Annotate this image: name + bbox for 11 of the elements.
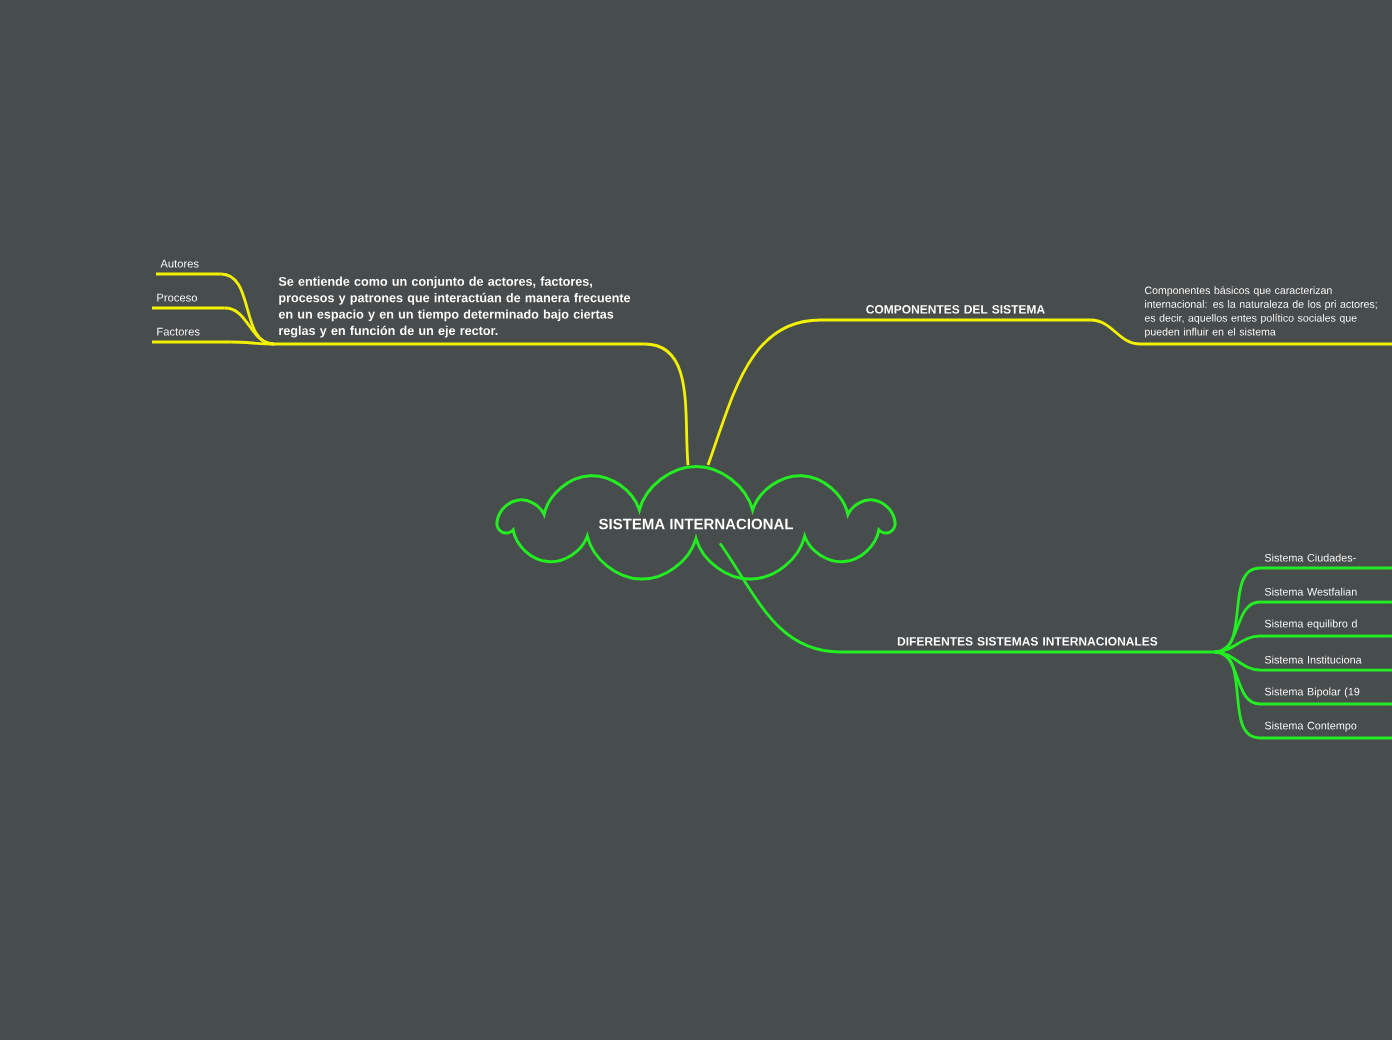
branch-line (1214, 566, 1261, 654)
branch-line (706, 318, 821, 466)
branch-line (224, 306, 275, 346)
branch-line (1214, 650, 1261, 706)
branch-line (1090, 318, 1141, 346)
branch-line (1214, 600, 1261, 654)
branch-line (230, 340, 274, 346)
branch-line (1214, 650, 1261, 740)
branch-line (718, 542, 841, 654)
branch-line (1214, 634, 1261, 654)
branch-line (644, 342, 690, 466)
